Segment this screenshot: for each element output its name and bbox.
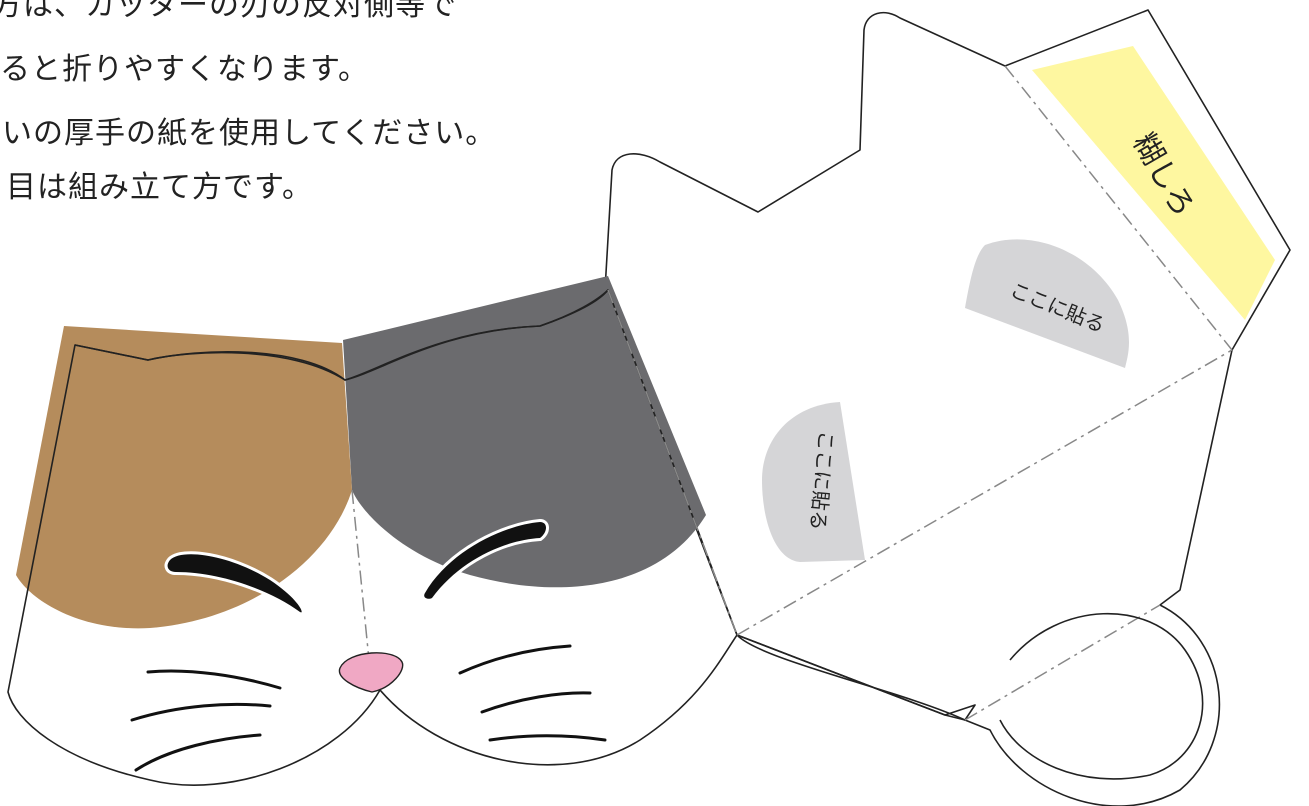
- instructions-text: 方は、カッターの刃の反対側等で ると折りやすくなります。 いの厚手の紙を使用して…: [0, 0, 520, 230]
- instruction-line-3: いの厚手の紙を使用してください。: [2, 116, 497, 151]
- instruction-line-2: ると折りやすくなります。: [0, 52, 369, 87]
- head-top-line: [74, 289, 609, 381]
- gray-patch: [343, 276, 706, 588]
- paste-area-2: ここに貼る: [762, 402, 865, 562]
- instruction-line-1: 方は、カッターの刃の反対側等で: [0, 0, 457, 23]
- brown-patch: [16, 326, 352, 629]
- right-eye: [421, 518, 549, 602]
- whiskers: [130, 644, 607, 772]
- paste-area-1: ここに貼る: [965, 239, 1129, 368]
- glue-tab: 糊しろ: [1032, 46, 1275, 320]
- instruction-line-4: 目は組み立て方です。: [6, 170, 313, 205]
- tail-circle-outline: [999, 612, 1204, 780]
- nose: [338, 652, 404, 693]
- left-eye: [164, 551, 305, 616]
